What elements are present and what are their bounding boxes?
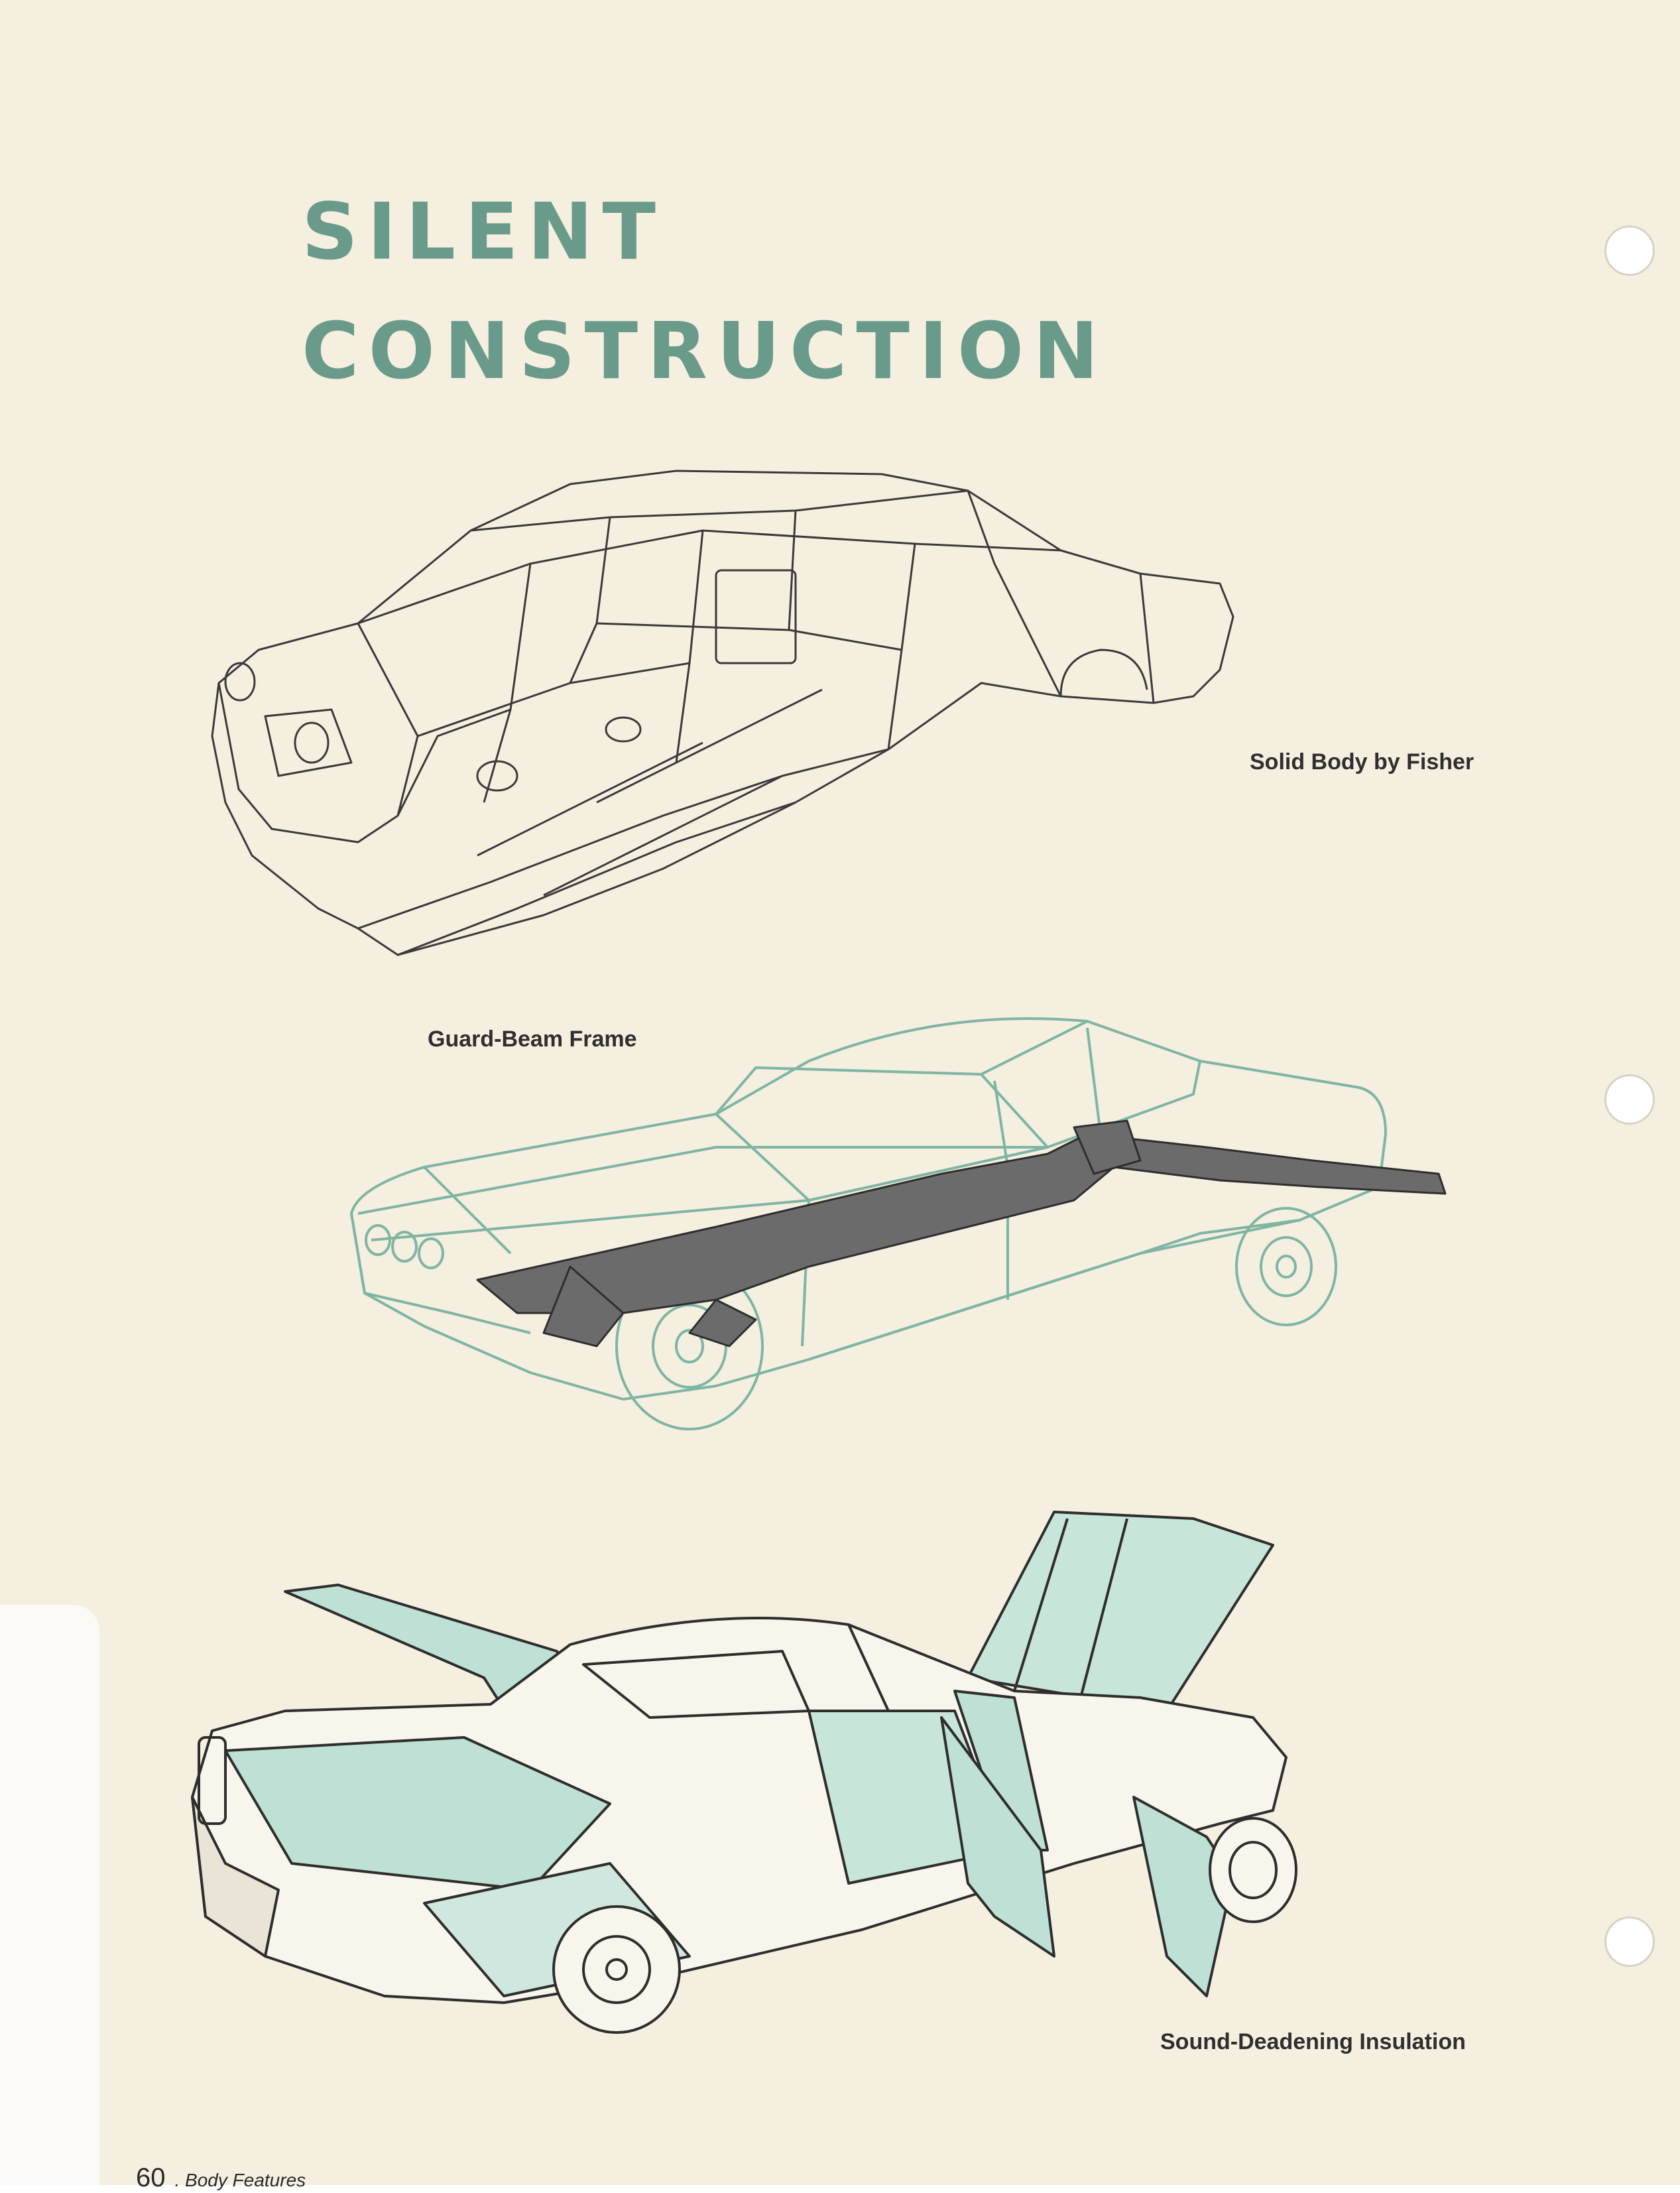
page-tab-cutout: [0, 1605, 99, 2185]
page-title-line-2: CONSTRUCTION: [302, 305, 1108, 397]
page-title-line-1: SILENT: [302, 186, 665, 277]
caption-guard-beam-frame: Guard-Beam Frame: [428, 1027, 637, 1052]
illustration-guard-beam-frame: [350, 1017, 1447, 1430]
caption-solid-body: Solid Body by Fisher: [1250, 749, 1474, 775]
illustration-sound-deadening: [191, 1511, 1297, 2034]
section-label: . Body Features: [174, 2170, 306, 2190]
binder-hole-top: [1604, 225, 1655, 276]
binder-hole-bottom: [1604, 1916, 1655, 1967]
illustration-solid-body: [211, 470, 1234, 956]
page-footer: 60 . Body Features: [136, 2163, 306, 2193]
caption-sound-deadening: Sound-Deadening Insulation: [1160, 2029, 1466, 2054]
binder-hole-middle: [1604, 1074, 1655, 1125]
page-number: 60: [136, 2163, 166, 2192]
